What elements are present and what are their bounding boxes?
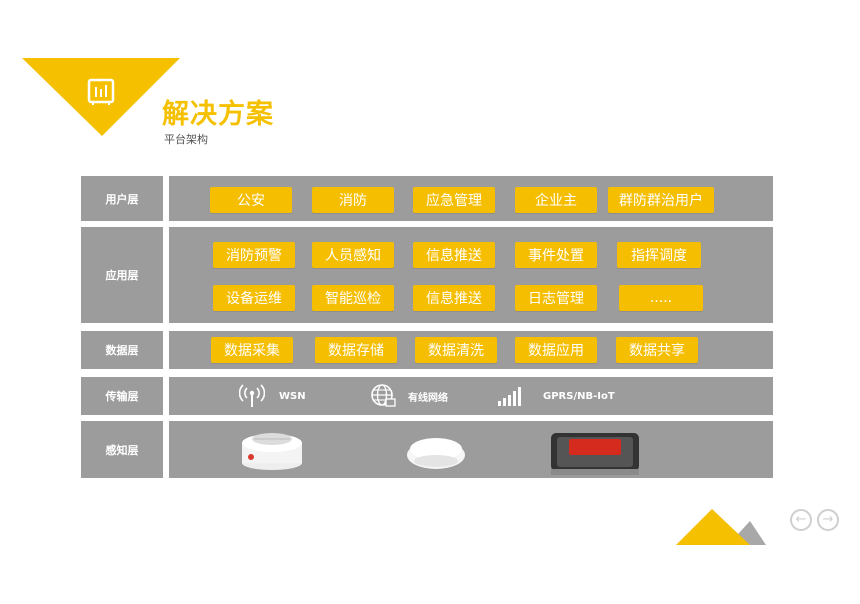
- transport-gprs: GPRS/NB-IoT: [497, 385, 615, 407]
- smoke-detector-device: [242, 433, 302, 470]
- app-item-event-handling[interactable]: 事件处置: [515, 242, 597, 268]
- app-item-more[interactable]: .....: [619, 285, 703, 311]
- transport-label-gprs: GPRS/NB-IoT: [543, 390, 615, 402]
- layer-data: 数据层 数据采集 数据存储 数据清洗 数据应用 数据共享: [81, 331, 773, 369]
- transport-wired: 有线网络: [370, 383, 448, 409]
- layer-application: 应用层 消防预警 人员感知 信息推送 事件处置 指挥调度 设备运维 智能巡检 信…: [81, 227, 773, 323]
- layer-label-data: 数据层: [81, 331, 163, 369]
- app-item-info-push-2[interactable]: 信息推送: [413, 285, 495, 311]
- user-item-community[interactable]: 群防群治用户: [608, 187, 714, 213]
- app-item-fire-warning[interactable]: 消防预警: [213, 242, 295, 268]
- user-item-police[interactable]: 公安: [210, 187, 292, 213]
- app-item-info-push[interactable]: 信息推送: [413, 242, 495, 268]
- decorative-mountains: [676, 509, 766, 545]
- app-item-log-management[interactable]: 日志管理: [515, 285, 597, 311]
- user-item-emergency[interactable]: 应急管理: [413, 187, 495, 213]
- user-item-fire[interactable]: 消防: [312, 187, 394, 213]
- chart-book-icon: [87, 78, 115, 105]
- transport-label-wsn: WSN: [279, 390, 306, 402]
- layer-label-user: 用户层: [81, 176, 163, 221]
- layer-body-application: 消防预警 人员感知 信息推送 事件处置 指挥调度 设备运维 智能巡检 信息推送 …: [169, 227, 773, 323]
- layer-body-perception: [169, 421, 773, 478]
- globe-network-icon: [371, 384, 396, 407]
- app-item-device-ops[interactable]: 设备运维: [213, 285, 295, 311]
- layer-label-perception: 感知层: [81, 421, 163, 478]
- page-title: 解决方案: [162, 99, 274, 130]
- arrow-left-circle-icon[interactable]: ←: [790, 509, 812, 531]
- page-subtitle: 平台架构: [164, 133, 208, 146]
- layer-body-user: 公安 消防 应急管理 企业主 群防群治用户: [169, 176, 773, 221]
- transport-label-wired: 有线网络: [408, 392, 448, 404]
- signal-bars-icon: [498, 387, 521, 406]
- layer-label-transport: 传输层: [81, 377, 163, 415]
- layer-body-data: 数据采集 数据存储 数据清洗 数据应用 数据共享: [169, 331, 773, 369]
- layer-label-application: 应用层: [81, 227, 163, 323]
- data-item-collect[interactable]: 数据采集: [211, 337, 293, 363]
- wireless-antenna-icon: [239, 384, 265, 407]
- layer-user: 用户层 公安 消防 应急管理 企业主 群防群治用户: [81, 176, 773, 221]
- layer-transport: 传输层 WSN 有线网络: [81, 377, 773, 415]
- gateway-device: [551, 433, 639, 475]
- arrow-right-circle-icon[interactable]: →: [817, 509, 839, 531]
- app-item-smart-inspection[interactable]: 智能巡检: [312, 285, 394, 311]
- layer-perception: 感知层: [81, 421, 773, 478]
- layer-body-transport: WSN 有线网络 GPRS/NB-IoT: [169, 377, 773, 415]
- app-item-person-sensing[interactable]: 人员感知: [312, 242, 394, 268]
- data-item-share[interactable]: 数据共享: [616, 337, 698, 363]
- wireless-sensor-device: [407, 438, 465, 469]
- transport-wsn: WSN: [239, 383, 306, 409]
- data-item-clean[interactable]: 数据清洗: [415, 337, 497, 363]
- data-item-store[interactable]: 数据存储: [315, 337, 397, 363]
- user-item-enterprise[interactable]: 企业主: [515, 187, 597, 213]
- app-item-command-dispatch[interactable]: 指挥调度: [617, 242, 701, 268]
- data-item-apply[interactable]: 数据应用: [515, 337, 597, 363]
